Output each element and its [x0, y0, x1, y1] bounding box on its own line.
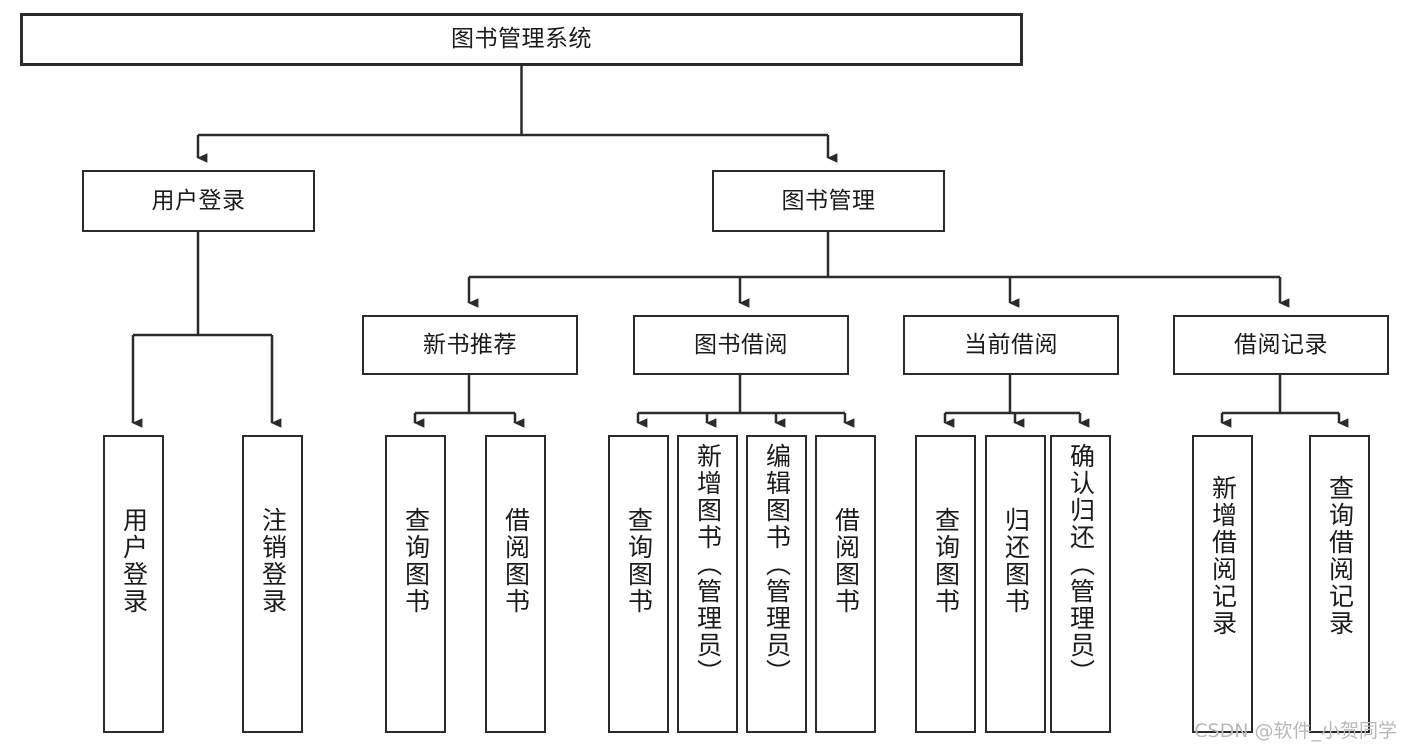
- node-label: 用户登录: [151, 187, 246, 214]
- node-label: 新增借阅记录: [1208, 475, 1238, 637]
- node-label: 新增图书（管理员）: [693, 443, 723, 686]
- leaf-recommend-query-book[interactable]: 查询图书: [385, 435, 446, 733]
- node-label: 注销登录: [258, 507, 288, 615]
- node-label: 查询图书: [931, 507, 961, 615]
- node-label: 图书管理: [781, 187, 876, 214]
- leaf-current-return-book[interactable]: 归还图书: [985, 435, 1046, 733]
- node-label: 归还图书: [1001, 507, 1031, 615]
- node-label: 新书推荐: [423, 331, 517, 358]
- node-new-book-recommend[interactable]: 新书推荐: [362, 315, 578, 375]
- leaf-borrow-edit-book-admin[interactable]: 编辑图书（管理员）: [746, 435, 807, 733]
- node-label: 查询图书: [624, 507, 654, 615]
- node-label: 借阅记录: [1234, 331, 1328, 358]
- leaf-record-query-borrow-record[interactable]: 查询借阅记录: [1309, 435, 1370, 733]
- node-borrow-record[interactable]: 借阅记录: [1173, 315, 1389, 375]
- leaf-user-login-login[interactable]: 用户登录: [103, 435, 164, 733]
- node-book-borrow[interactable]: 图书借阅: [633, 315, 849, 375]
- node-label: 图书管理系统: [451, 26, 592, 53]
- node-label: 编辑图书（管理员）: [762, 443, 792, 686]
- node-label: 查询借阅记录: [1325, 475, 1355, 637]
- leaf-borrow-add-book-admin[interactable]: 新增图书（管理员）: [677, 435, 738, 733]
- leaf-current-confirm-return-admin[interactable]: 确认归还（管理员）: [1050, 435, 1111, 733]
- node-label: 当前借阅: [964, 331, 1058, 358]
- node-label: 查询图书: [401, 507, 431, 615]
- leaf-recommend-borrow-book[interactable]: 借阅图书: [485, 435, 546, 733]
- leaf-current-query-book[interactable]: 查询图书: [915, 435, 976, 733]
- leaf-record-add-borrow-record[interactable]: 新增借阅记录: [1192, 435, 1253, 733]
- node-current-borrow[interactable]: 当前借阅: [903, 315, 1119, 375]
- leaf-borrow-borrow-book[interactable]: 借阅图书: [815, 435, 876, 733]
- leaf-user-login-logout[interactable]: 注销登录: [242, 435, 303, 733]
- leaf-borrow-query-book[interactable]: 查询图书: [608, 435, 669, 733]
- node-book-management-system[interactable]: 图书管理系统: [20, 13, 1023, 66]
- node-label: 借阅图书: [501, 507, 531, 615]
- node-book-management[interactable]: 图书管理: [712, 170, 945, 232]
- csdn-watermark: CSDN @软件_小贺同学: [1194, 720, 1397, 742]
- node-label: 用户登录: [119, 507, 149, 615]
- node-label: 借阅图书: [831, 507, 861, 615]
- node-user-login[interactable]: 用户登录: [82, 170, 315, 232]
- node-label: 确认归还（管理员）: [1066, 443, 1096, 686]
- node-label: 图书借阅: [694, 331, 788, 358]
